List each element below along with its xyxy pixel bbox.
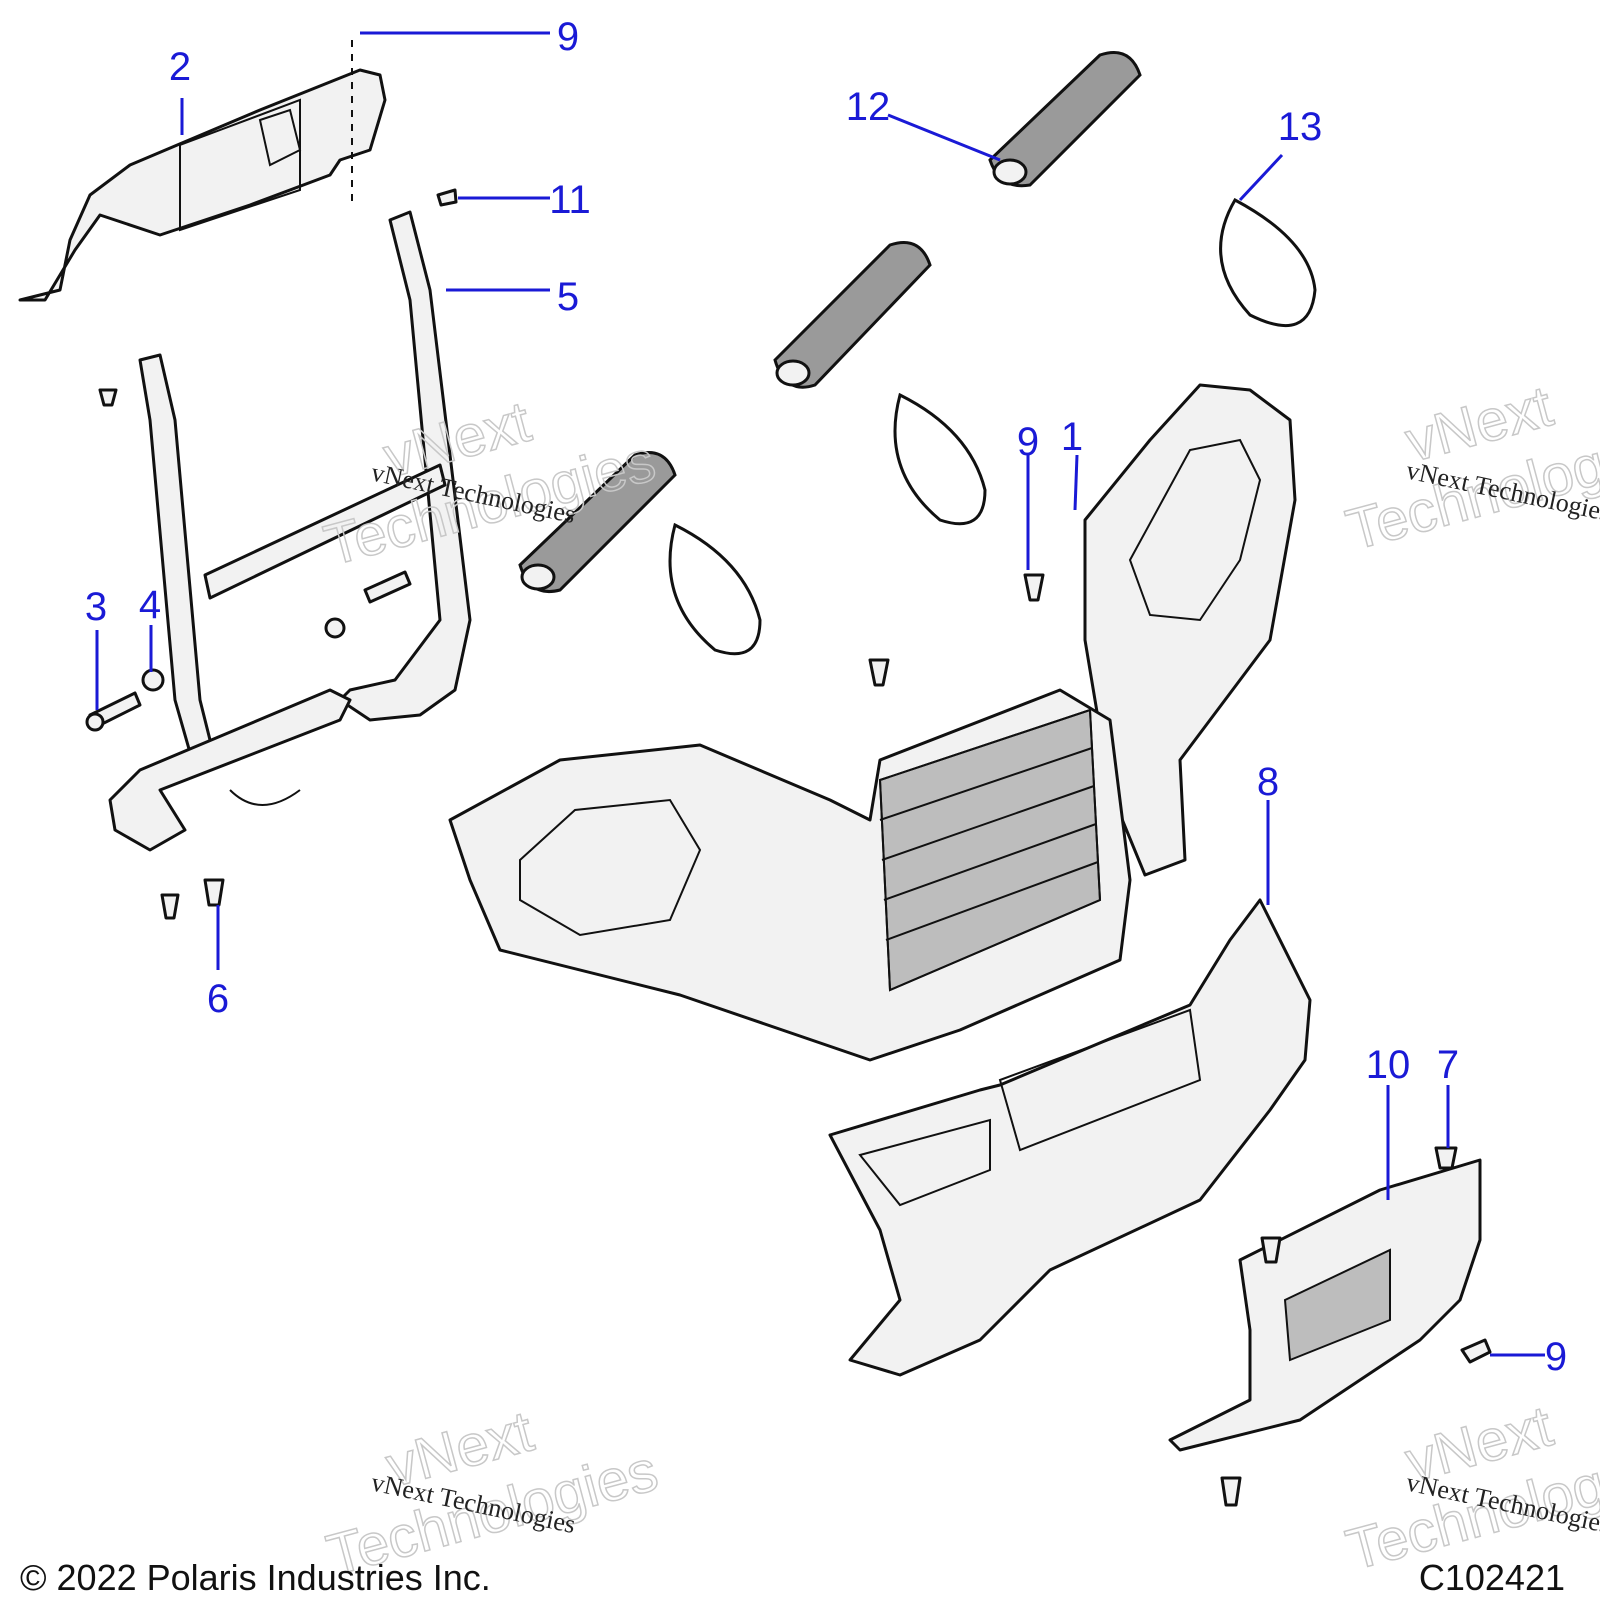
callout-7: 7 (1437, 1043, 1459, 1087)
part-strap-left (668, 522, 762, 656)
callout-1: 1 (1061, 415, 1083, 459)
fastener-nut-4 (141, 668, 165, 692)
watermark-bottom-left: vNext Technologies (320, 1398, 665, 1589)
callout-8: 8 (1257, 760, 1279, 804)
fastener-screw-bottom (1220, 1476, 1242, 1507)
copyright-text: © 2022 Polaris Industries Inc. (20, 1557, 491, 1598)
fastener-screw-7 (1434, 1146, 1458, 1170)
watermark-top-right: vNext Technologies (1339, 373, 1600, 564)
callout-9-top: 9 (557, 15, 579, 59)
part-foam-pad-top (988, 51, 1142, 188)
part-foam-pad-middle (773, 241, 932, 389)
leader-13 (1238, 153, 1284, 202)
callout-5: 5 (557, 275, 579, 319)
part-front-fascia (448, 383, 1297, 1062)
part-lower-bumper (828, 898, 1312, 1377)
leader-12 (887, 113, 1001, 162)
part-front-frame (108, 210, 472, 852)
leader-1 (1073, 454, 1079, 511)
watermark-top-left: vNext Technologies (317, 388, 662, 579)
fastener-screw-9-lower (1460, 1338, 1492, 1364)
fastener-bolt-center (324, 570, 412, 639)
callout-11: 11 (549, 178, 591, 222)
leader-lines (95, 31, 1545, 1357)
callout-12: 12 (846, 85, 891, 129)
figure-id: C102421 (1419, 1557, 1565, 1598)
callout-9-lower: 9 (1545, 1335, 1567, 1379)
fastener-bolt-3 (85, 691, 142, 732)
fastener-screw-6b (203, 878, 225, 907)
fastener-screw-6a (160, 893, 180, 920)
fastener-screw-9-mid (1023, 573, 1045, 602)
callout-10: 10 (1366, 1043, 1411, 1087)
fastener-screw-lower-left (1260, 1236, 1282, 1264)
part-lower-grille (1168, 1158, 1482, 1452)
callout-9-middle: 9 (1017, 420, 1039, 464)
callout-6: 6 (207, 977, 229, 1021)
callout-13: 13 (1278, 105, 1323, 149)
callout-4: 4 (139, 583, 161, 627)
fastener-screw-left-top (98, 388, 118, 407)
part-strap-middle (893, 392, 987, 526)
part-foam-pad-left (518, 451, 677, 593)
callout-3: 3 (85, 585, 107, 629)
callout-2: 2 (169, 45, 191, 89)
part-upper-bracket (18, 68, 387, 302)
watermark-bottom-right: vNext Technologies (1339, 1393, 1600, 1584)
fastener-screw-11 (436, 188, 458, 207)
part-strap-top (1219, 197, 1317, 328)
fastener-screw-center (868, 658, 890, 687)
